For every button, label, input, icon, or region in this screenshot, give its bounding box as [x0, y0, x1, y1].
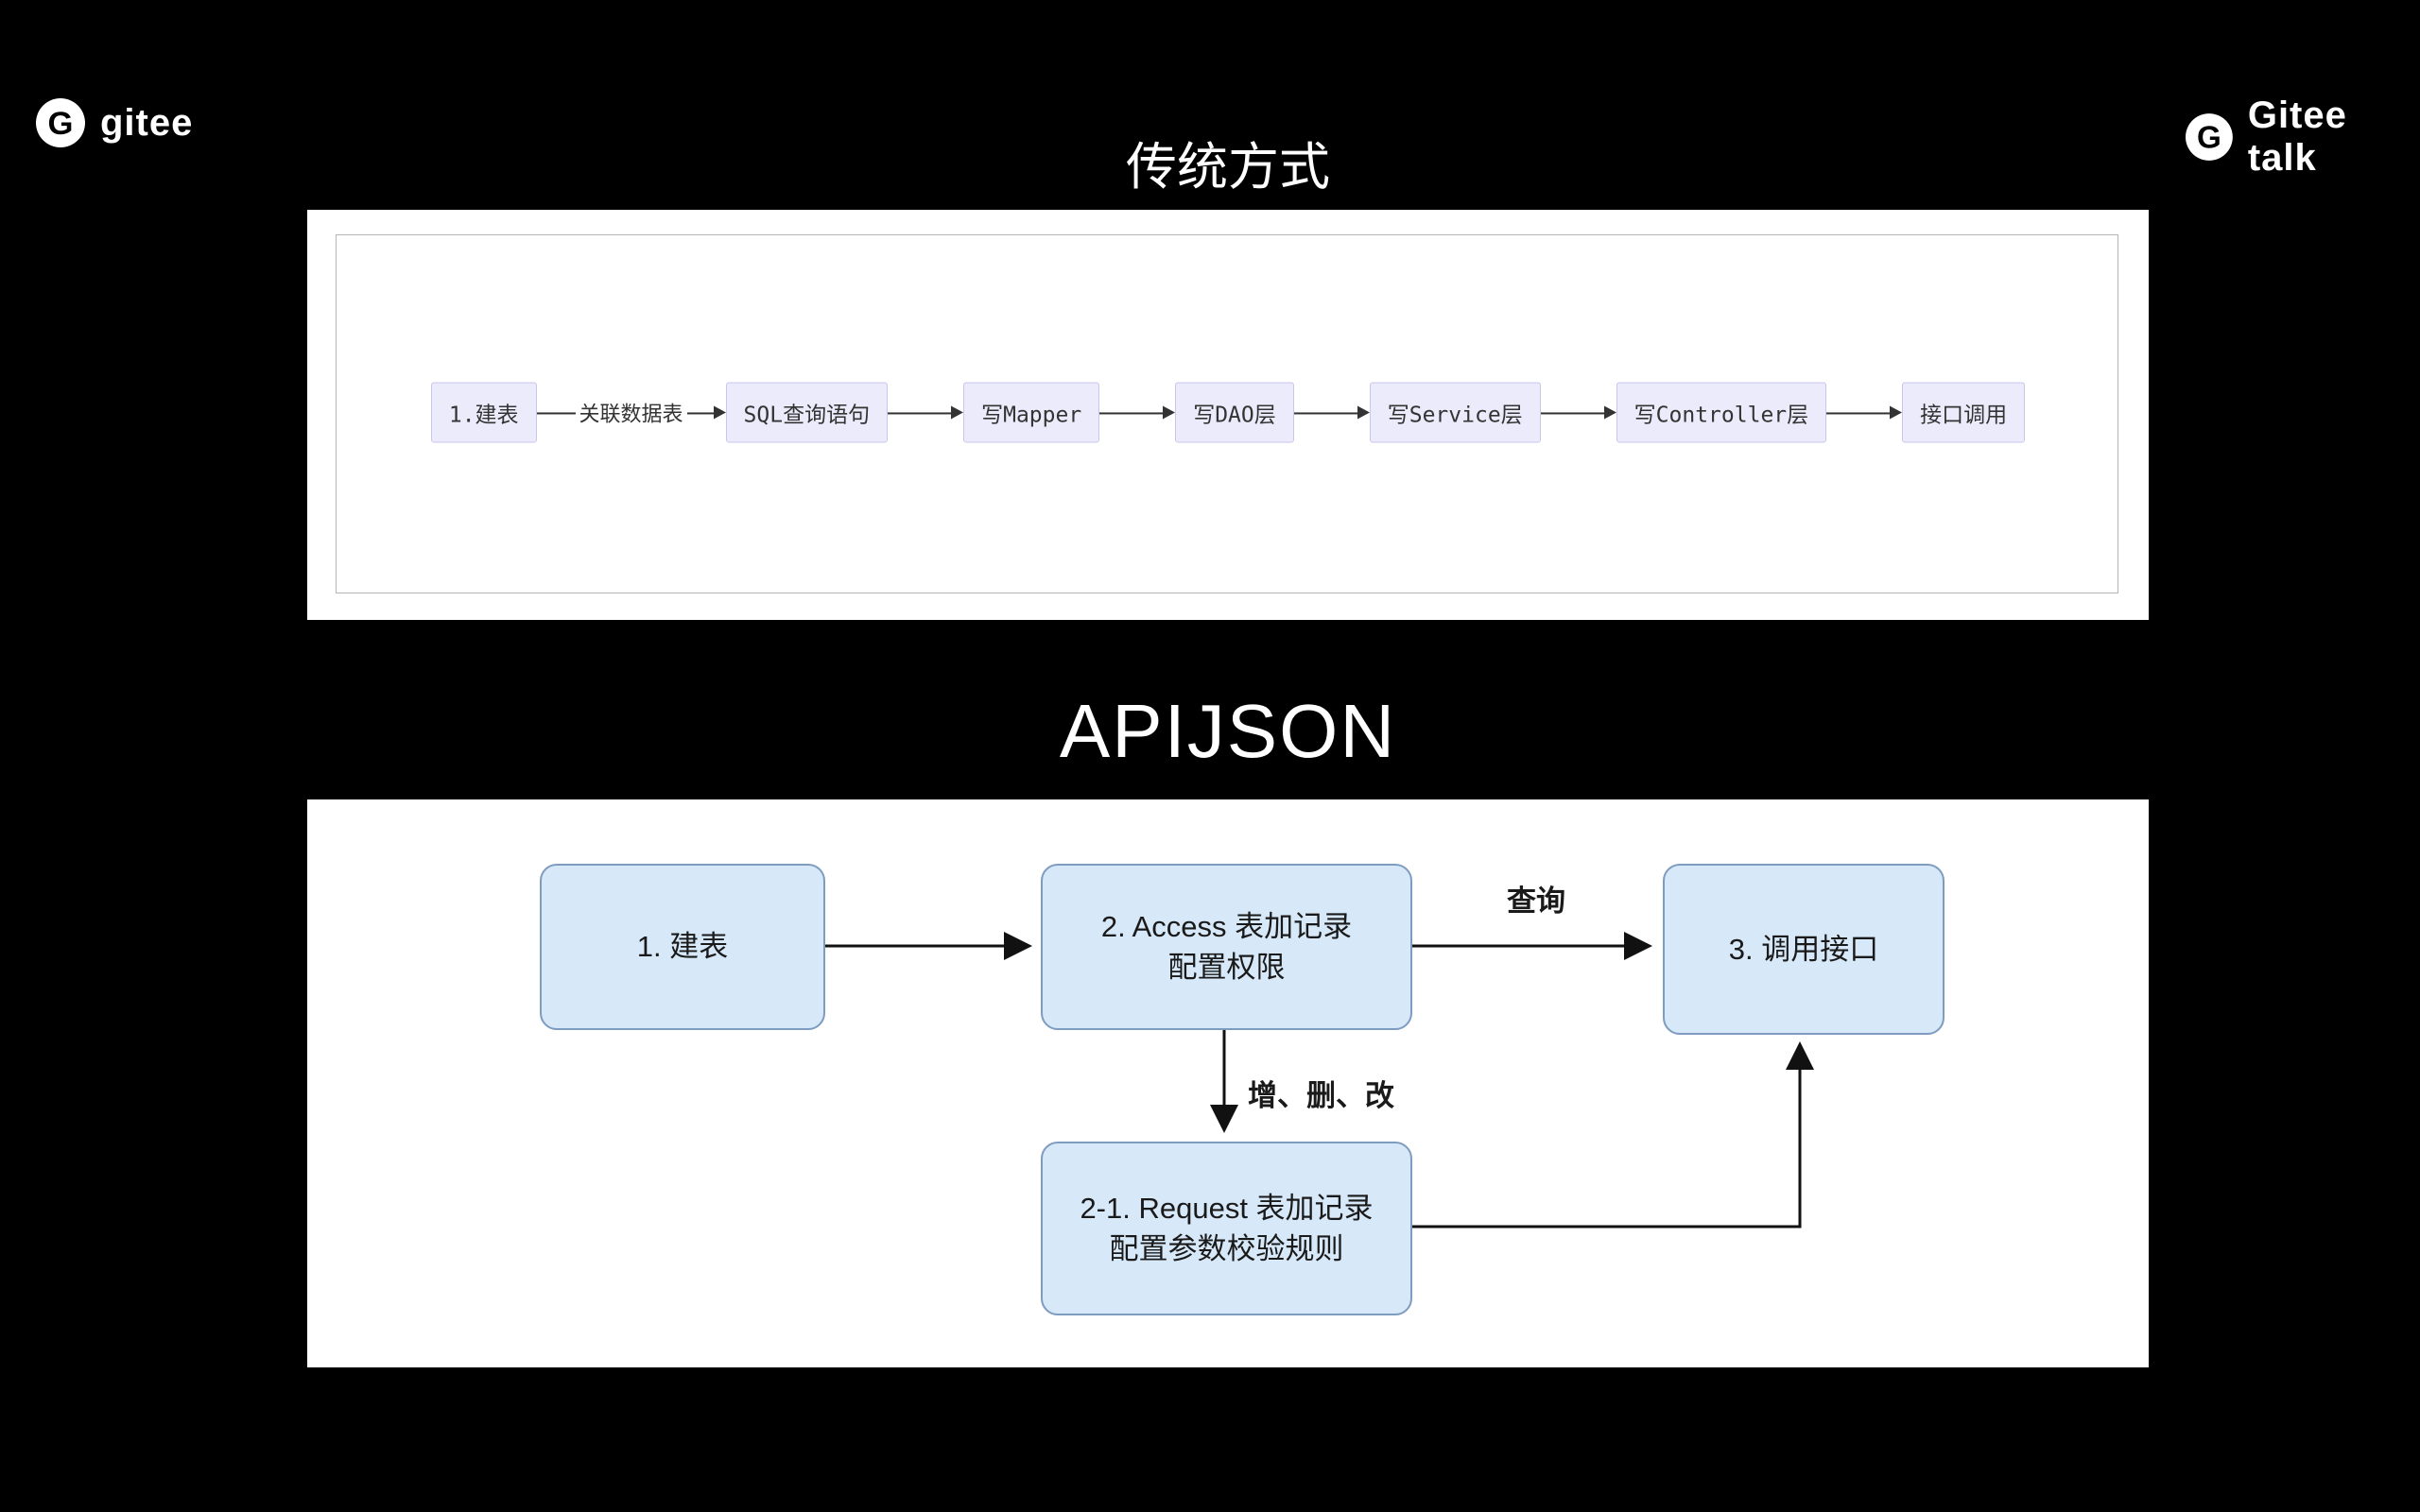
flow-arrow-labeled: 关联数据表	[536, 397, 726, 428]
flow-arrow	[1293, 399, 1370, 425]
node-request-table-line1: 2-1. Request 表加记录	[1080, 1191, 1374, 1225]
gitee-talk-logo-text: Gitee talk	[2247, 94, 2347, 179]
traditional-flow: 1.建表 关联数据表 SQL查询语句 写Mapper 写DAO层 写Servic…	[383, 382, 2073, 443]
step-write-dao: 写DAO层	[1175, 382, 1294, 443]
step-write-mapper: 写Mapper	[963, 382, 1100, 443]
apijson-diagram: 1. 建表 2. Access 表加记录 配置权限 3. 调用接口 2-1. R…	[307, 799, 2149, 1367]
apijson-panel: 1. 建表 2. Access 表加记录 配置权限 3. 调用接口 2-1. R…	[307, 799, 2149, 1367]
node-create-table-label: 1. 建表	[636, 930, 729, 964]
traditional-inner-frame	[336, 234, 2118, 593]
node-access-table-line2: 配置权限	[1167, 951, 1286, 984]
node-access-table-line1: 2. Access 表加记录	[1100, 909, 1353, 943]
traditional-panel: 1.建表 关联数据表 SQL查询语句 写Mapper 写DAO层 写Servic…	[307, 210, 2149, 620]
node-access-table: 2. Access 表加记录 配置权限	[1041, 864, 1412, 1030]
step-write-controller: 写Controller层	[1616, 382, 1827, 443]
gitee-talk-logo: G Gitee talk	[2186, 94, 2420, 180]
node-request-table: 2-1. Request 表加记录 配置参数校验规则	[1041, 1142, 1412, 1315]
step-write-service: 写Service层	[1369, 382, 1541, 443]
svg-text:G: G	[2197, 120, 2221, 155]
node-call-api: 3. 调用接口	[1663, 864, 1945, 1035]
gitee-logo-text: gitee	[100, 101, 194, 144]
svg-text:G: G	[48, 106, 74, 142]
flow-arrow	[1540, 399, 1616, 425]
gitee-logo-icon: G	[36, 98, 85, 147]
flow-arrow	[1099, 399, 1175, 425]
step-create-table: 1.建表	[430, 382, 537, 443]
step-sql-query: SQL查询语句	[725, 382, 889, 443]
node-call-api-label: 3. 调用接口	[1728, 932, 1879, 966]
flow-arrow-label: 关联数据表	[575, 397, 687, 428]
apijson-section-title: APIJSON	[1059, 689, 1397, 773]
node-request-table-line2: 配置参数校验规则	[1109, 1232, 1344, 1265]
gitee-logo-left: G gitee	[36, 98, 193, 147]
edge-label-crud: 增、删、改	[1248, 1079, 1394, 1112]
flow-arrow	[1826, 399, 1902, 425]
gitee-talk-logo-icon: G	[2186, 113, 2233, 161]
apijson-arrows	[821, 932, 1814, 1228]
node-create-table: 1. 建表	[540, 864, 825, 1030]
edge-label-query: 查询	[1507, 885, 1565, 918]
flow-arrow	[888, 399, 963, 425]
traditional-section-title: 传统方式	[1126, 139, 1330, 196]
step-api-call: 接口调用	[1902, 382, 2026, 443]
